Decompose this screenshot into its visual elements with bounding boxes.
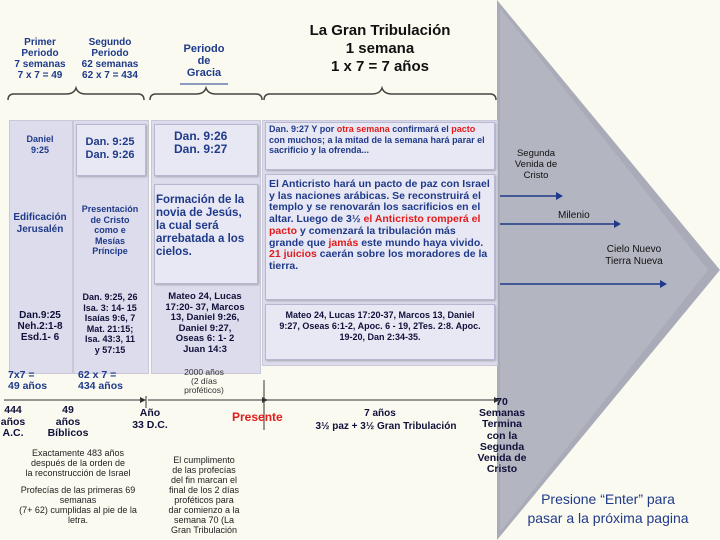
milenio-label: Milenio [558,210,590,221]
calc-49: 7x7 =49 años [8,369,48,392]
col2-daniel-cell [76,124,146,176]
col4-anticristo-cell [265,174,495,300]
col3-formacion-cell [154,184,258,284]
col3-daniel-cell [154,124,258,176]
siete-anos: 7 años [364,408,396,419]
col4-daniel-text: Dan. 9:27 Y por otra semana confirmará e… [269,124,485,155]
presente-label: Presente [232,410,283,424]
calc-434: 62 x 7 =434 años [78,369,123,392]
col4-anticristo-text: El Anticristo hará un pacto de paz con I… [269,178,490,272]
paz-tribulacion: 3½ paz + 3½ Gran Tribulación [315,421,457,432]
col4-refs-cell [265,304,495,360]
col4-refs: Mateo 24, Lucas 17:20-37, Marcos 13, Dan… [279,310,481,342]
column-1 [9,120,73,374]
col4-daniel-cell [265,122,495,170]
